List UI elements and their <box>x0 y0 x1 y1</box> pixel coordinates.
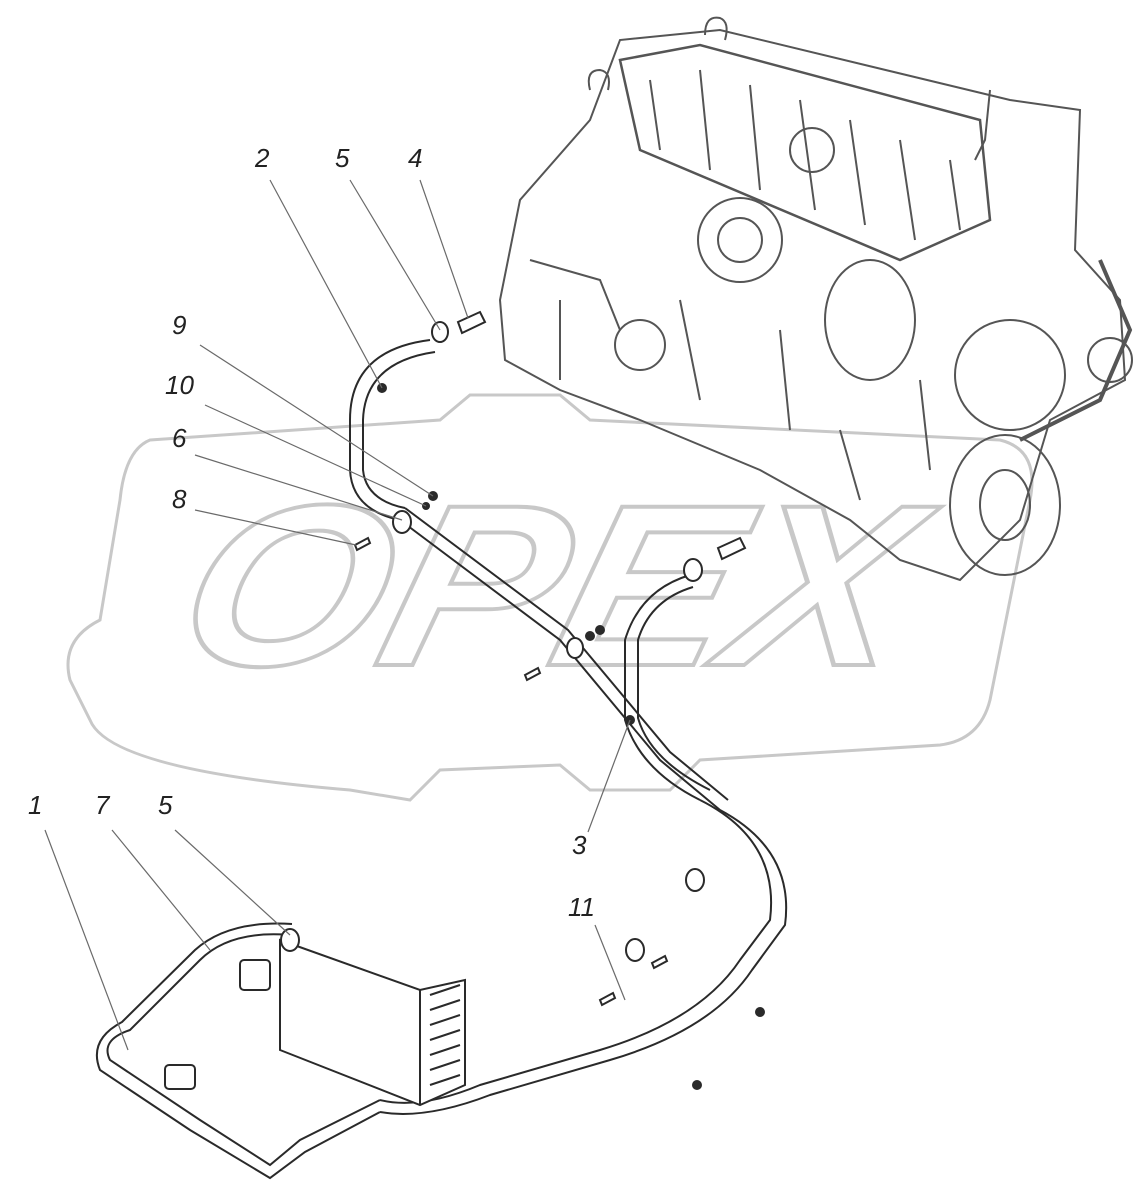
leader-11 <box>594 924 626 1001</box>
callout-4: 4 <box>408 143 423 173</box>
hose-3-inner <box>637 586 711 791</box>
callout-11: 11 <box>568 892 595 922</box>
clamp-11-upper <box>685 868 705 892</box>
bolt-mid <box>523 666 542 682</box>
fittings <box>280 310 765 1090</box>
callout-2: 2 <box>255 143 270 173</box>
leader-5b <box>174 829 291 936</box>
hose-lines <box>95 339 788 1180</box>
nut-11-lower <box>692 1080 702 1090</box>
leader-6 <box>194 454 403 521</box>
turbocharger-inner <box>717 217 763 263</box>
clamp-hose-3 <box>683 558 703 582</box>
leader-3 <box>587 719 631 833</box>
callout-10: 10 <box>165 370 194 400</box>
valve-cover-ribs <box>649 69 961 241</box>
pulley-small <box>1087 337 1133 383</box>
engine-block-details <box>529 259 931 501</box>
inline-valve <box>164 1064 196 1090</box>
callout-6: 6 <box>172 423 187 453</box>
drive-belt <box>1019 259 1133 442</box>
hose-2-outer <box>349 339 431 521</box>
bolt-11-lower <box>598 991 617 1007</box>
nut-mid-a <box>585 631 595 641</box>
leader-lines <box>44 179 631 1051</box>
watermark-gear-outline <box>66 393 1034 802</box>
heater-loop-a <box>106 933 381 1167</box>
pipe-lower-b <box>379 809 788 1115</box>
flywheel-hub <box>979 469 1031 541</box>
clamp-11-lower <box>625 938 645 962</box>
callout-5-lower: 5 <box>158 790 173 820</box>
heater-valve <box>239 959 271 991</box>
leader-4 <box>419 179 469 319</box>
valve-cover <box>618 43 992 262</box>
dipstick-tube <box>974 89 991 161</box>
watermark: OPEX <box>66 393 1034 802</box>
leader-10 <box>204 404 427 507</box>
clamp-5-lower <box>280 928 300 952</box>
fitting-4 <box>456 310 487 335</box>
engine-assembly <box>498 16 1133 582</box>
callout-3: 3 <box>572 830 587 860</box>
leader-7 <box>111 829 211 951</box>
leader-1 <box>44 829 129 1051</box>
oil-filter <box>824 259 916 381</box>
oil-filler-cap <box>789 127 835 173</box>
fitting-hose-3 <box>716 536 747 561</box>
callout-9: 9 <box>172 310 187 340</box>
leader-8 <box>194 509 357 546</box>
clamp-6 <box>392 510 412 534</box>
lifting-eye-front <box>587 68 610 91</box>
heater-grille <box>419 984 461 1105</box>
leader-5a <box>349 179 441 331</box>
lifting-eye-rear <box>704 16 728 41</box>
engine-outline <box>498 28 1127 582</box>
clamp-5-upper <box>431 321 449 343</box>
leader-2 <box>269 179 383 389</box>
callout-5-upper: 5 <box>335 143 350 173</box>
clamp-mid-pipe <box>566 637 584 659</box>
bolt-11-upper <box>650 954 669 970</box>
hose-3-outer <box>624 574 701 801</box>
heater-unit <box>164 938 466 1107</box>
flywheel-housing <box>949 434 1061 576</box>
leader-9 <box>199 344 434 497</box>
callout-1: 1 <box>28 790 43 820</box>
bolt-8 <box>353 536 372 552</box>
heater-loop-b <box>95 922 381 1180</box>
turbocharger <box>697 197 783 283</box>
callout-7: 7 <box>95 790 110 820</box>
watermark-text: OPEX <box>157 458 954 714</box>
nut-11-upper <box>755 1007 765 1017</box>
pipe-upper-outer <box>399 519 721 811</box>
pipe-lower-a <box>379 799 773 1104</box>
pipe-upper-inner <box>404 507 729 801</box>
nut-mid-b <box>595 625 605 635</box>
callout-8: 8 <box>172 484 187 514</box>
pulley-large <box>954 319 1066 431</box>
starter-motor <box>614 319 666 371</box>
hose-2-inner <box>362 351 436 509</box>
